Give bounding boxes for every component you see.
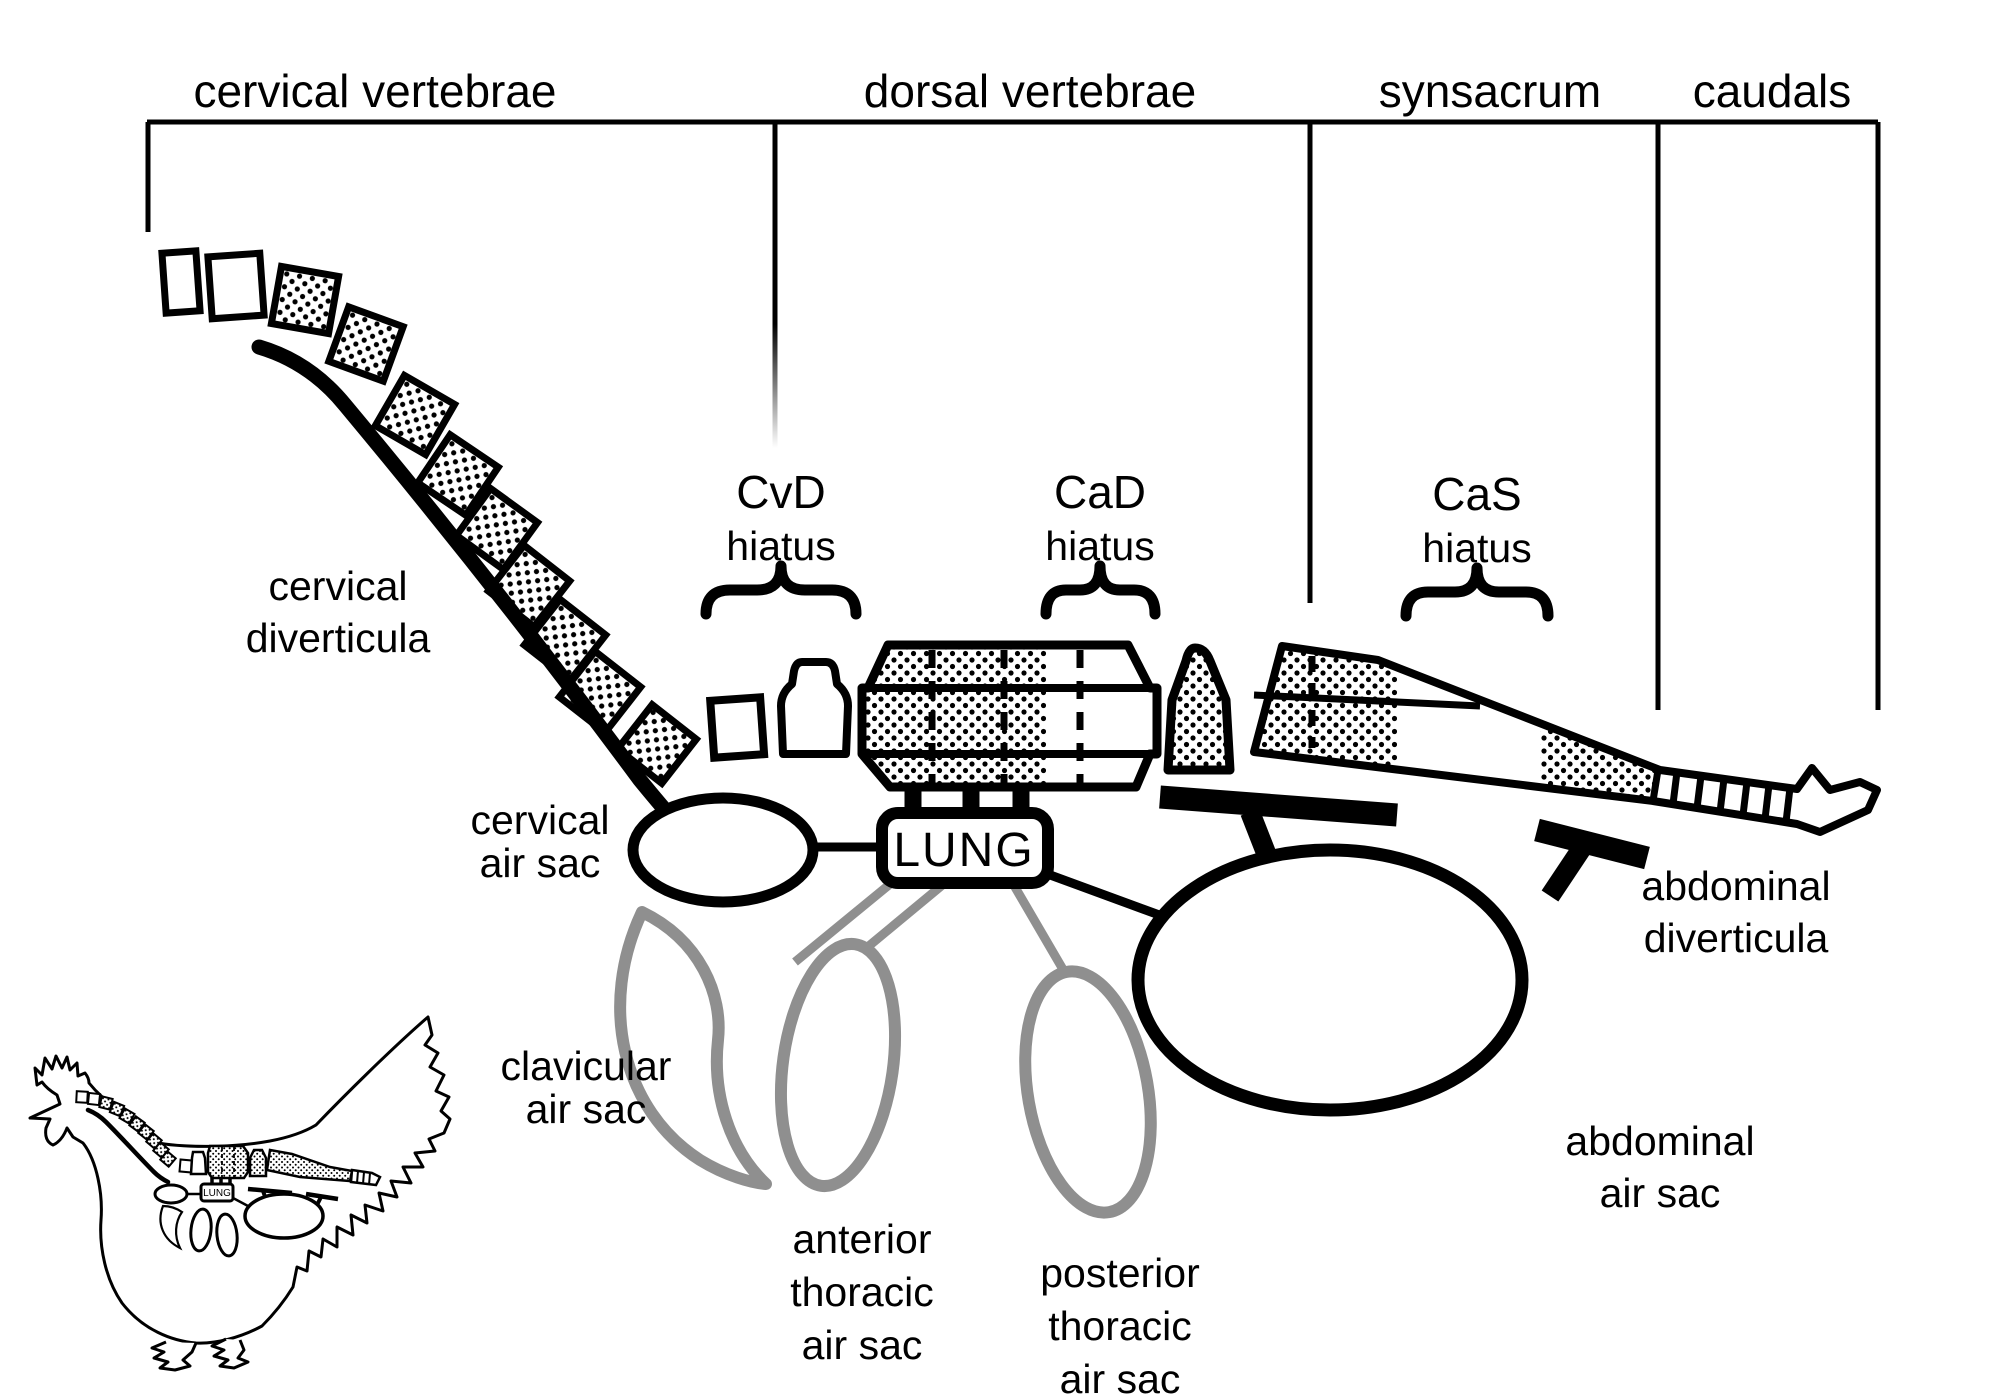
cervical-vertebra-chain [158,247,702,789]
chicken-legs [150,1337,250,1372]
caudal-divider [1782,787,1794,823]
anterior-thoracic-connector [861,878,949,954]
inset-clavicular-air-sac [159,1204,184,1251]
label-caudals: caudals [1693,65,1852,117]
abdominal-diverticulum-bar-left [1159,785,1398,827]
cervical-vertebra-pneumatic [412,429,504,521]
synsacrum-caudal-series [1250,642,1881,836]
lung-box [876,807,1054,889]
label-anterior-thoracic-3: air sac [802,1322,923,1368]
abdominal-sac-connector [1040,867,1164,921]
anterior-thoracic-air-sac [774,937,902,1193]
inset-lung-box [199,1182,235,1203]
cervical-vertebra-pneumatic [612,699,702,789]
cervical-vertebra-pneumatic [324,302,408,386]
label-cas: CaS [1432,468,1521,520]
caudal-divider [1739,781,1751,816]
label-abdominal-diverticula-1: abdominal [1641,863,1830,909]
inset-caudal-divider [356,1170,359,1184]
cervical-vertebra [158,247,204,317]
caudal-divider [1716,778,1728,813]
cvd-brace [700,560,862,620]
cas-brace [1400,562,1554,622]
abdominal-diverticulum-bar-right [1534,818,1650,870]
caudal-divider [1761,784,1773,820]
label-synsacrum: synsacrum [1379,65,1601,117]
cad-hiatus: CaD hiatus [1040,466,1161,620]
dorsal-vertebral-block [857,640,1162,792]
inset-cervical-diverticula-line [85,1107,171,1185]
label-cervical-air-sac-1: cervical [471,797,610,843]
region-bracket: cervical vertebrae dorsal vertebrae syns… [145,65,1881,710]
cervical-air-sac [627,792,819,908]
chicken-outline [28,1015,452,1345]
label-posterior-thoracic-1: posterior [1040,1250,1200,1296]
inset-caudal-divider [368,1172,371,1186]
inset-vertebra-chain [75,1090,194,1174]
label-anterior-thoracic-1: anterior [792,1216,931,1262]
inset-lung-label: LUNG [203,1188,231,1199]
label-cervical-vertebrae: cervical vertebrae [193,65,556,117]
inset-anterior-thoracic-air-sac [189,1207,213,1253]
cad-brace [1040,560,1161,620]
hiatus-vertebra-stippled [1163,643,1235,775]
caudal-band-left-edge [1649,769,1662,802]
label-cvd: CvD [736,466,825,518]
inset-diverticulum-bar [305,1191,339,1202]
synsacrum-outline [1250,642,1881,836]
abdominal-diverticulum-stem-right [1541,842,1591,902]
abdominal-diverticula [1159,785,1650,902]
bottle-vertebra-white [777,658,852,758]
abdominal-air-sac [1131,843,1529,1117]
inset-caudal-divider [362,1171,365,1185]
label-cervical-air-sac-2: air sac [480,840,601,886]
inset-bottle-vertebra [189,1150,208,1176]
synsacrum-stipple-posterior [1540,723,1660,800]
label-clavicular-air-sac-1: clavicular [501,1043,672,1089]
dorsal-block-outline [857,640,1162,792]
label-clavicular-air-sac-2: air sac [526,1086,647,1132]
cas-hiatus: CaS hiatus [1400,468,1554,622]
inset-house-vertebra [248,1148,268,1178]
label-cad: CaD [1054,466,1146,518]
chicken-inset: LUNG [28,1015,452,1372]
hiatus-vertebra-white [705,693,769,762]
label-cervical-diverticula-2: diverticula [246,615,431,661]
label-posterior-thoracic-2: thoracic [1048,1303,1192,1349]
label-dorsal-vertebrae: dorsal vertebrae [864,65,1196,117]
clavicular-connector [792,876,898,966]
label-abdominal-air-sac-2: air sac [1600,1170,1721,1216]
posterior-thoracic-air-sac [1019,965,1157,1219]
abdominal-diverticulum-stem-left [1240,808,1278,862]
dorsal-block-stipple [862,645,1046,787]
cervical-diverticula-line [251,339,680,826]
label-anterior-thoracic-2: thoracic [790,1269,934,1315]
caudal-divider [1693,775,1705,809]
inset-dorsal-block [206,1144,250,1180]
label-abdominal-diverticula-2: diverticula [1644,915,1829,961]
label-posterior-thoracic-3: air sac [1060,1356,1181,1400]
synsacrum-stipple-anterior [1254,646,1397,769]
cervical-vertebra-pneumatic [267,262,343,338]
lung-label: LUNG [893,824,1034,877]
label-cervical-diverticula-1: cervical [269,563,408,609]
gray-sac-connectors [792,876,1072,981]
inset-mini-diagram: LUNG [75,1090,382,1258]
cervical-vertebra [204,249,268,323]
posterior-thoracic-connector [1008,879,1072,981]
inset-cervical-air-sac [153,1183,189,1205]
caudal-divider [1669,771,1681,805]
synsacrum-row-line [1253,691,1481,710]
label-abdominal-air-sac-1: abdominal [1565,1118,1754,1164]
clavicular-air-sac [614,906,772,1190]
cvd-hiatus: CvD hiatus [700,466,862,620]
inset-posterior-thoracic-air-sac [215,1212,239,1258]
inset-abdominal-connector [232,1196,249,1208]
inset-abdominal-air-sac [243,1192,325,1240]
cervical-vertebra-pneumatic [370,370,460,460]
